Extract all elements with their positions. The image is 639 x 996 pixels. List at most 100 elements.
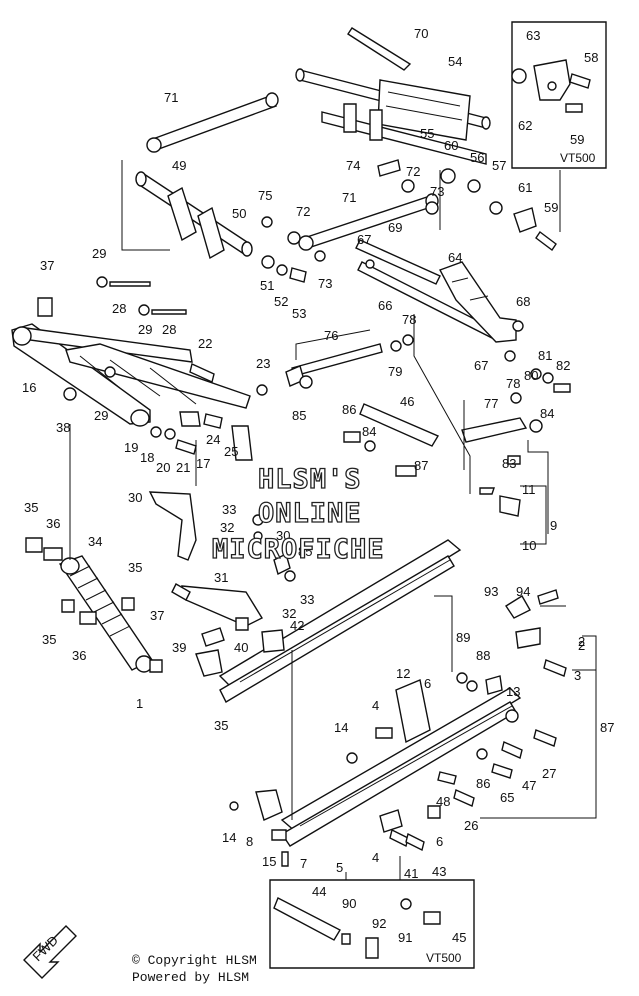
- callout-65: 65: [500, 790, 514, 805]
- callout-30: 30: [128, 490, 142, 505]
- callout-27: 27: [542, 766, 556, 781]
- callout-72: 72: [296, 204, 310, 219]
- callout-77: 77: [484, 396, 498, 411]
- callout-48: 48: [436, 794, 450, 809]
- watermark-line-1: HLSM'S: [258, 464, 362, 495]
- callout-11: 11: [522, 482, 536, 497]
- callout-7: 7: [300, 856, 307, 871]
- callout-29: 29: [138, 322, 152, 337]
- callout-84: 84: [540, 406, 554, 421]
- callout-86: 86: [342, 402, 356, 417]
- callout-47: 47: [522, 778, 536, 793]
- callout-61: 61: [518, 180, 532, 195]
- callout-29: 29: [92, 246, 106, 261]
- callout-41: 41: [404, 866, 418, 881]
- callout-9: 9: [550, 518, 557, 533]
- callout-63: 63: [526, 28, 540, 43]
- callout-84: 84: [362, 424, 376, 439]
- leader-lines: [69, 160, 597, 880]
- callout-25: 25: [224, 444, 238, 459]
- variant-label-top: VT500: [560, 151, 596, 165]
- variant-label-bottom: VT500: [426, 951, 462, 965]
- callout-44: 44: [312, 884, 326, 899]
- callout-36: 36: [72, 648, 86, 663]
- rod-46: [359, 403, 440, 447]
- callout-2: 2: [578, 638, 585, 653]
- link-71-upper: [146, 92, 279, 153]
- callout-52: 52: [274, 294, 288, 309]
- callout-28: 28: [112, 301, 126, 316]
- fwd-arrow: FWD: [23, 925, 77, 979]
- callout-14: 14: [222, 830, 236, 845]
- callout-69: 69: [388, 220, 402, 235]
- callout-36: 36: [46, 516, 60, 531]
- callout-73: 73: [318, 276, 332, 291]
- callout-90: 90: [342, 896, 356, 911]
- callout-21: 21: [176, 460, 190, 475]
- callout-23: 23: [256, 356, 270, 371]
- callout-15: 15: [262, 854, 276, 869]
- callout-8: 8: [246, 834, 253, 849]
- callout-26: 26: [464, 818, 478, 833]
- callout-6: 6: [424, 676, 431, 691]
- callout-54: 54: [448, 54, 462, 69]
- callout-87: 87: [600, 720, 614, 735]
- callout-24: 24: [206, 432, 220, 447]
- callout-34: 34: [88, 534, 102, 549]
- callout-70: 70: [414, 26, 428, 41]
- callout-67: 67: [357, 232, 371, 247]
- callout-22: 22: [198, 336, 212, 351]
- callout-86: 86: [476, 776, 490, 791]
- callout-35: 35: [42, 632, 56, 647]
- callout-59: 59: [570, 132, 584, 147]
- callout-56: 56: [470, 150, 484, 165]
- callout-31: 31: [214, 570, 228, 585]
- callout-80: 80: [524, 368, 538, 383]
- callout-18: 18: [140, 450, 154, 465]
- callout-20: 20: [156, 460, 170, 475]
- callout-58: 58: [584, 50, 598, 65]
- callout-59: 59: [544, 200, 558, 215]
- rod-90: [273, 897, 341, 941]
- callout-38: 38: [56, 420, 70, 435]
- callout-49: 49: [172, 158, 186, 173]
- bracket-30: [148, 491, 197, 561]
- callout-74: 74: [346, 158, 360, 173]
- watermark: HLSM'S ONLINE MICROFICHE: [211, 463, 384, 565]
- callout-14: 14: [334, 720, 348, 735]
- slide-rail-left: [218, 539, 462, 703]
- vt500-inset-box-bottom: [269, 879, 475, 969]
- callout-40: 40: [234, 640, 248, 655]
- callout-85: 85: [292, 408, 306, 423]
- callout-53: 53: [292, 306, 306, 321]
- callout-37: 37: [40, 258, 54, 273]
- callout-78: 78: [506, 376, 520, 391]
- callout-16: 16: [22, 380, 36, 395]
- callout-32: 32: [220, 520, 234, 535]
- callout-35: 35: [24, 500, 38, 515]
- small-parts: [25, 59, 591, 959]
- callout-3: 3: [574, 668, 581, 683]
- callout-78: 78: [402, 312, 416, 327]
- callout-39: 39: [172, 640, 186, 655]
- callout-30: 30: [276, 528, 290, 543]
- callout-83: 83: [502, 456, 516, 471]
- callout-33: 33: [222, 502, 236, 517]
- callout-10: 10: [522, 538, 536, 553]
- rear-arm-upper-assembly: [295, 68, 491, 165]
- callout-35: 35: [214, 718, 228, 733]
- callout-88: 88: [476, 648, 490, 663]
- callout-4: 4: [372, 850, 379, 865]
- callout-72: 72: [406, 164, 420, 179]
- callout-81: 81: [538, 348, 552, 363]
- callout-82: 82: [556, 358, 570, 373]
- callout-6: 6: [436, 834, 443, 849]
- callout-79: 79: [388, 364, 402, 379]
- front-arm-frame: [11, 323, 251, 427]
- callout-71: 71: [164, 90, 178, 105]
- callout-42: 42: [290, 618, 304, 633]
- callout-73: 73: [430, 184, 444, 199]
- callout-28: 28: [162, 322, 176, 337]
